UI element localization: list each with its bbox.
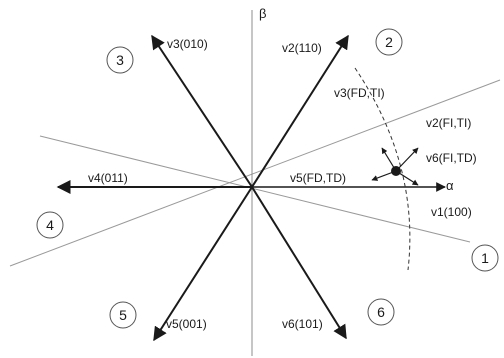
sector-5-marker: 5 bbox=[109, 301, 137, 329]
vector-v2-arrow bbox=[251, 34, 349, 188]
sector-3-label: 3 bbox=[116, 52, 124, 68]
sector-2-label: 2 bbox=[385, 34, 393, 50]
beta-axis-label: β bbox=[259, 6, 266, 21]
switching-label-v5: v5(FD,TD) bbox=[290, 171, 346, 185]
switching-label-v3: v3(FD,TI) bbox=[334, 86, 385, 100]
sector-5-label: 5 bbox=[119, 307, 127, 323]
vector-v1-label: v1(100) bbox=[431, 205, 472, 219]
sector-1-label: 1 bbox=[481, 250, 489, 266]
vector-v3-arrow bbox=[151, 34, 253, 188]
vector-v6-label: v6(101) bbox=[282, 317, 323, 331]
vector-v5-label: v5(001) bbox=[166, 317, 207, 331]
switch-arrow-v2 bbox=[395, 147, 419, 172]
vector-v3-label: v3(010) bbox=[167, 37, 208, 51]
sector-boundary-line-2 bbox=[9, 79, 501, 267]
sector-6-marker: 6 bbox=[367, 298, 395, 326]
vector-v4-label: v4(011) bbox=[88, 171, 128, 185]
vector-v5-arrow bbox=[153, 186, 253, 342]
switch-arrow-v6 bbox=[395, 170, 419, 186]
alpha-axis-label: α bbox=[446, 178, 454, 193]
switch-arrow-v5 bbox=[371, 170, 397, 181]
sector-4-marker: 4 bbox=[36, 211, 64, 239]
vector-v6-arrow bbox=[251, 186, 347, 340]
vector-v2-label: v2(110) bbox=[282, 41, 322, 55]
sector-3-marker: 3 bbox=[106, 46, 134, 74]
switch-arrow-v3 bbox=[381, 147, 397, 172]
sector-2-marker: 2 bbox=[375, 28, 403, 56]
sector-boundary-line-1 bbox=[39, 135, 471, 243]
sector-1-marker: 1 bbox=[471, 244, 499, 272]
sector-6-label: 6 bbox=[377, 304, 385, 320]
sector-4-label: 4 bbox=[46, 217, 54, 233]
switching-label-v6: v6(FI,TD) bbox=[426, 151, 477, 165]
switching-label-v2: v2(FI,TI) bbox=[426, 116, 471, 130]
